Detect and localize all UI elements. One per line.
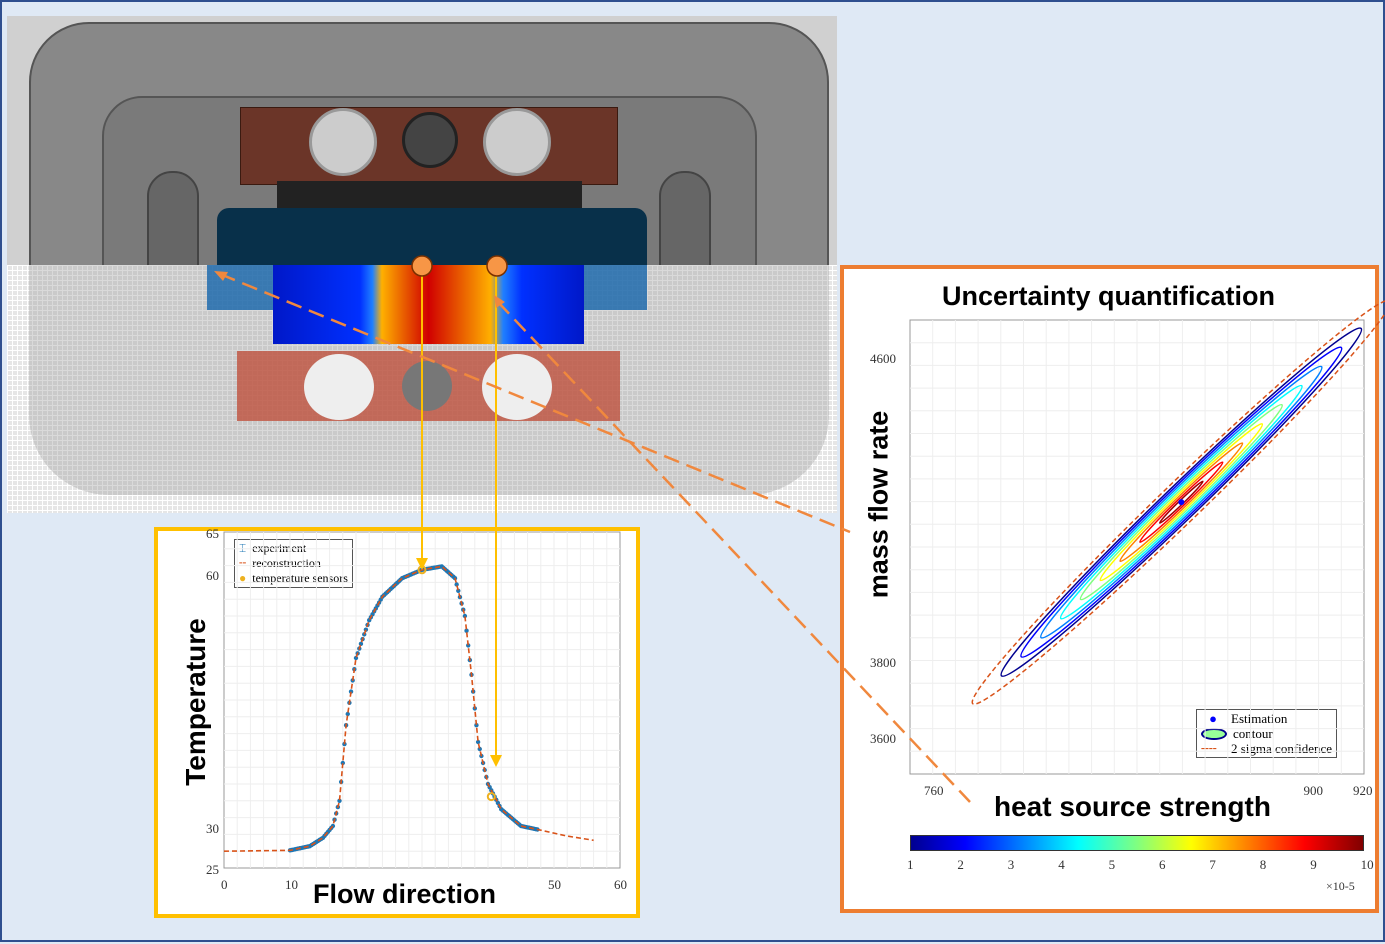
- colorbar-tick: 9: [1310, 857, 1317, 872]
- connector-line-1: [219, 272, 851, 534]
- connector-line-2: [497, 301, 971, 803]
- y-tick: 30: [206, 821, 219, 836]
- temperature-field: [273, 265, 584, 344]
- chart-title: Uncertainty quantification: [942, 281, 1276, 311]
- circle-marker-icon: ●: [239, 571, 247, 585]
- estimation-point: [1178, 499, 1185, 506]
- colorbar-tick: 6: [1159, 857, 1166, 872]
- legend-sensors: ●temperature sensors: [239, 571, 348, 585]
- colorbar-tick: 2: [957, 857, 964, 872]
- contour-ellipse: [1139, 461, 1224, 543]
- temperature-chart-panel: Temperature Flow direction 0 10 50 60 25…: [154, 526, 640, 918]
- y-tick: 3800: [870, 655, 896, 670]
- experiment-point: [474, 723, 479, 728]
- colorbar-tick: 1: [907, 857, 914, 872]
- experiment-point: [464, 628, 469, 633]
- contour-ellipse: [1000, 327, 1363, 678]
- contour-ellipse: [1119, 442, 1244, 563]
- experiment-point: [466, 643, 471, 648]
- colorbar-tick: 4: [1058, 857, 1065, 872]
- colorbar-tick: 10: [1360, 857, 1374, 872]
- legend-reconstruction: ╌reconstruction: [239, 556, 321, 570]
- colorbar-tick: 7: [1209, 857, 1216, 872]
- contour-ellipse: [1020, 346, 1343, 658]
- experiment-point: [345, 711, 350, 717]
- left-legend: ⌶experiment ╌reconstruction ●temperature…: [234, 539, 353, 588]
- arrow-head: [416, 558, 428, 570]
- x-tick: 60: [614, 877, 627, 892]
- x-tick: 0: [221, 877, 228, 892]
- experiment-point: [348, 689, 354, 694]
- contour-ellipse: [1059, 384, 1303, 620]
- screw-center: [402, 112, 458, 168]
- sensor-location-2: [486, 255, 508, 277]
- dot-icon: ●: [1209, 711, 1217, 726]
- dashed-line-icon: ╌: [239, 556, 247, 570]
- x-tick: 900: [1303, 783, 1324, 798]
- arrow-head: [494, 295, 505, 308]
- mesh-screw-1: [304, 354, 374, 420]
- colorbar-scale: ×10-5: [1326, 879, 1355, 893]
- x-axis-label: heat source strength: [994, 791, 1271, 822]
- legend-contour: contour: [1201, 726, 1332, 741]
- x-tick: 50: [548, 877, 561, 892]
- legend-experiment: ⌶experiment: [239, 541, 307, 555]
- y-tick: 60: [206, 568, 219, 583]
- experiment-point: [337, 798, 342, 803]
- arrow-head: [490, 755, 502, 767]
- coolant-channel: [217, 208, 647, 268]
- black-bar: [277, 181, 582, 213]
- x-tick: 760: [924, 783, 944, 798]
- x-tick: 920: [1353, 783, 1373, 798]
- screw-1: [309, 108, 377, 176]
- contour-group: [971, 299, 1385, 705]
- y-tick: 4600: [870, 351, 896, 366]
- y-tick: 3600: [870, 731, 896, 746]
- sensor-marker: [486, 792, 496, 802]
- two-sigma-ellipse: [971, 299, 1385, 705]
- experiment-point: [462, 613, 468, 619]
- x-axis-label: Flow direction: [313, 879, 497, 909]
- contour-ellipse: [1039, 365, 1323, 639]
- experiment-point: [477, 746, 482, 752]
- y-tick: 25: [206, 862, 219, 877]
- uncertainty-panel: Uncertainty quantification mass flow rat…: [840, 265, 1379, 913]
- arrow-head: [214, 271, 228, 281]
- x-tick: 10: [285, 877, 298, 892]
- right-legend: ●Estimation contour ╌╌2 sigma confidence: [1196, 709, 1338, 758]
- errorbar-icon: ⌶: [239, 541, 247, 555]
- colorbar-tick: 8: [1259, 857, 1267, 872]
- experiment-point: [340, 760, 345, 766]
- y-tick: 65: [206, 526, 219, 541]
- colorbar-tick: 5: [1108, 857, 1116, 872]
- screw-2: [483, 108, 551, 176]
- sensor-location-1: [411, 255, 433, 277]
- contour-ellipse: [1099, 423, 1264, 582]
- experiment-point: [475, 739, 481, 745]
- colorbar: [910, 835, 1364, 851]
- contour-ellipse: [1079, 403, 1283, 601]
- mesh-screw-center: [402, 361, 452, 411]
- colorbar-tick: 3: [1007, 857, 1015, 872]
